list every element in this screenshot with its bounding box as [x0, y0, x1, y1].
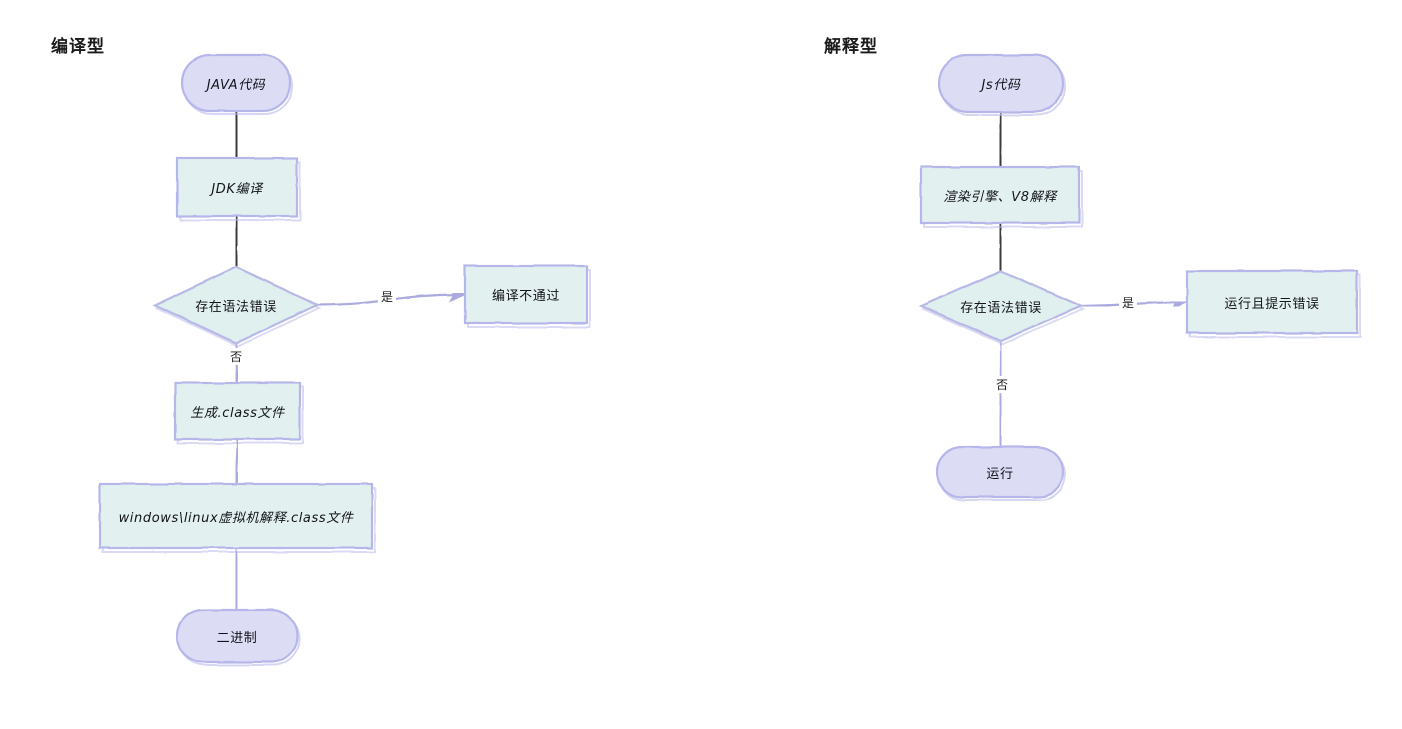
nodes-layer [98, 53, 1361, 666]
edge-vm-interpret-to-binary [228, 546, 244, 613]
node-hit-jdk-compile[interactable] [177, 158, 297, 216]
edge-jdk-compile-to-syntax-error [226, 214, 245, 270]
node-hit-js-syntax[interactable] [921, 271, 1081, 341]
edge-label-e10: 否 [993, 376, 1012, 393]
node-hit-binary[interactable] [177, 610, 297, 662]
node-hit-java-code[interactable] [182, 55, 290, 111]
edge-label-e9: 是 [1119, 294, 1138, 311]
edge-gen-class-to-vm-interpret [228, 437, 244, 487]
node-hit-js-code[interactable] [939, 55, 1063, 112]
node-hit-v8-engine[interactable] [921, 167, 1079, 223]
node-hit-run-with-err[interactable] [1187, 271, 1357, 333]
node-compile-failed[interactable] [463, 264, 591, 328]
node-run-with-err[interactable] [1185, 269, 1361, 338]
edge-label-e3: 是 [378, 288, 397, 305]
node-js-code[interactable] [937, 53, 1066, 116]
node-hit-syntax-error[interactable] [155, 267, 317, 343]
edge-js-code-to-v8-engine [990, 110, 1009, 170]
node-hit-vm-interpret[interactable] [100, 484, 372, 548]
edge-v8-engine-to-js-syntax [990, 221, 1009, 274]
node-java-code[interactable] [180, 53, 293, 115]
node-gen-class[interactable] [173, 381, 304, 444]
node-syntax-error[interactable] [152, 265, 322, 348]
edge-js-syntax-to-run [991, 339, 1008, 450]
column-title-interpreted: 解释型 [824, 37, 878, 57]
node-binary[interactable] [175, 608, 300, 666]
node-vm-interpret[interactable] [98, 482, 376, 553]
node-js-syntax[interactable] [918, 269, 1086, 346]
column-title-compiled: 编译型 [51, 37, 105, 57]
node-hit-run[interactable] [937, 447, 1063, 497]
node-jdk-compile[interactable] [175, 156, 301, 221]
node-hit-compile-failed[interactable] [465, 266, 587, 323]
node-run[interactable] [935, 445, 1066, 501]
edge-label-e4: 否 [227, 348, 246, 365]
edge-java-code-to-jdk-compile [226, 109, 245, 161]
node-hit-gen-class[interactable] [175, 383, 300, 439]
node-v8-engine[interactable] [919, 165, 1083, 228]
